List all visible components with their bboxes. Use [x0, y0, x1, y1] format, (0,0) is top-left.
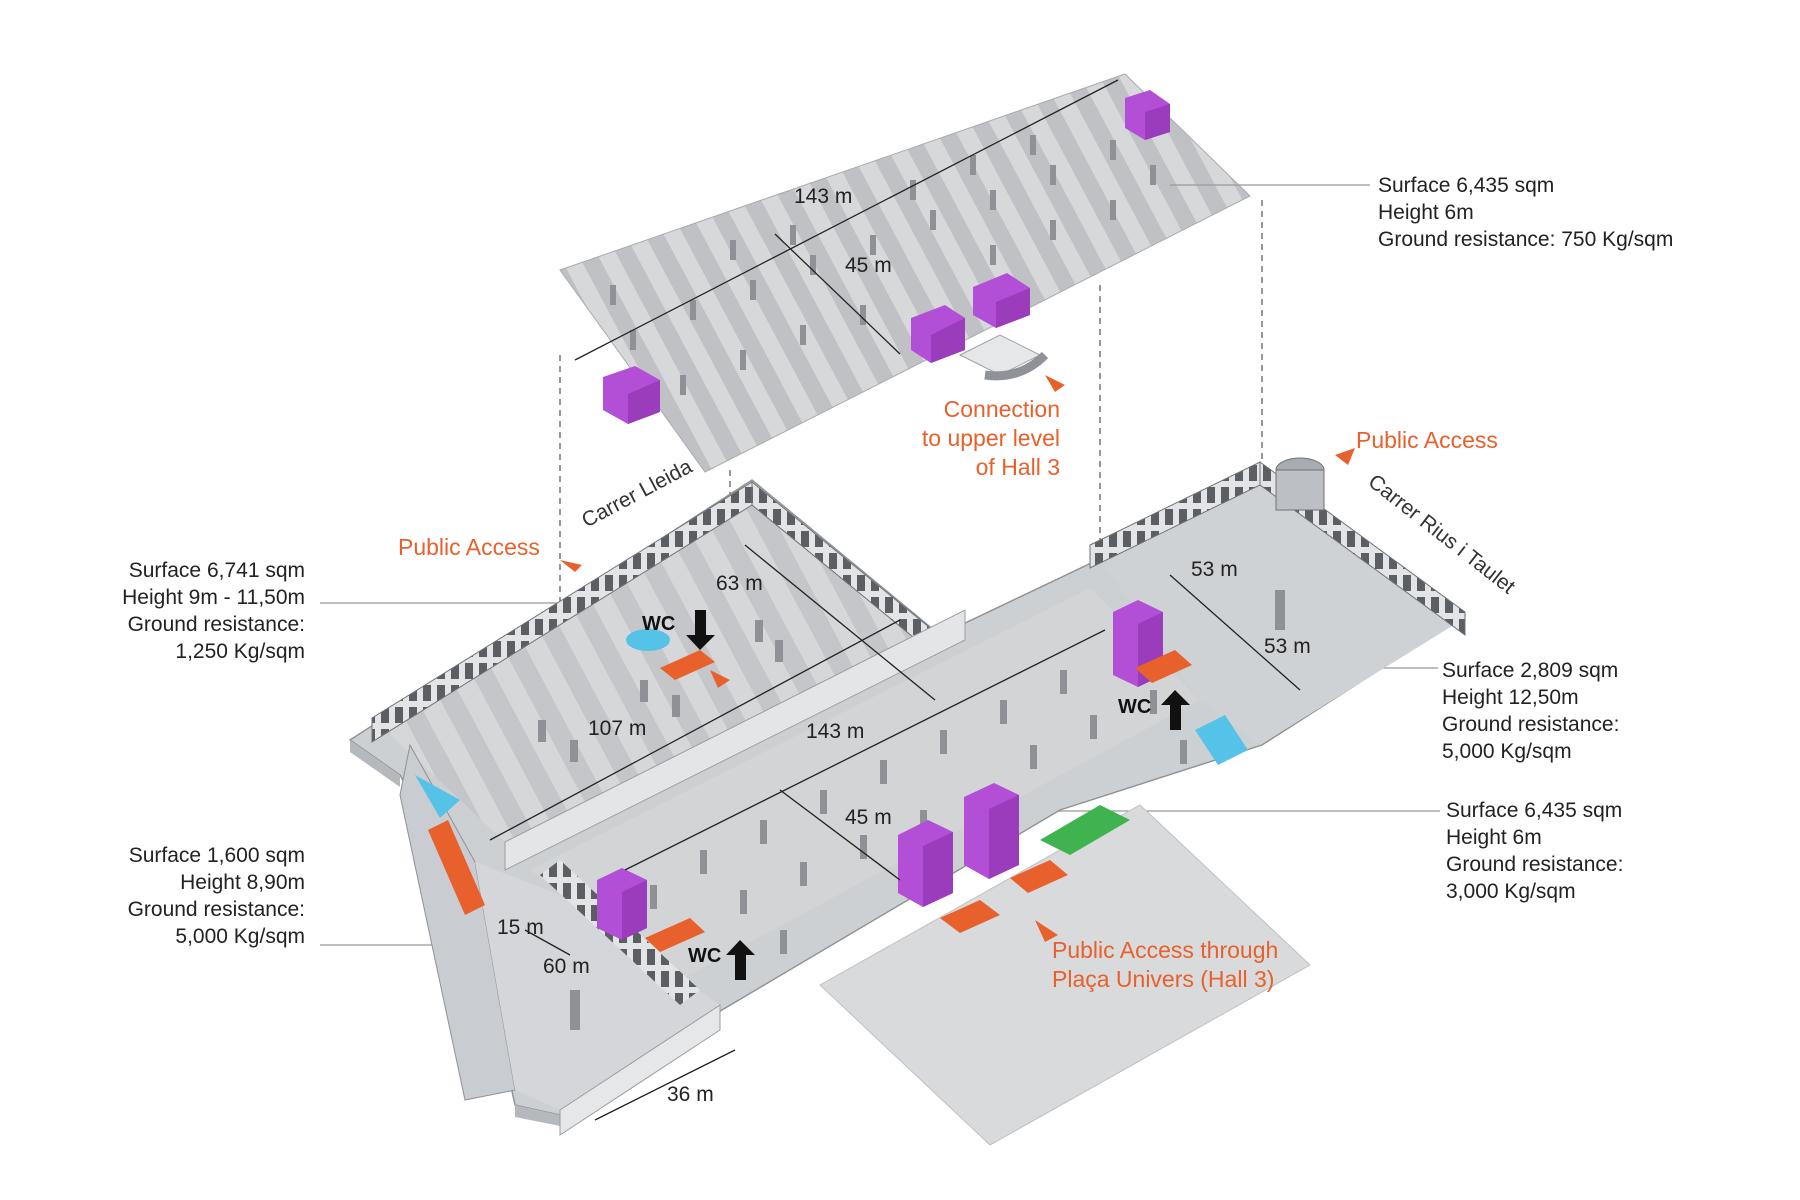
info-line: Height 12,50m — [1442, 686, 1579, 709]
info-line: 1,250 Kg/sqm — [175, 640, 305, 663]
wc-label: WC — [642, 613, 676, 635]
hall-small-dim-c: 36 m — [667, 1083, 714, 1106]
hall-right-dim-a: 53 m — [1191, 558, 1238, 581]
info-line: Surface 6,435 sqm — [1378, 174, 1555, 197]
public-access-left: Public Access — [398, 534, 540, 560]
plaza-line: Plaça Univers (Hall 3) — [1052, 966, 1275, 992]
green-area — [1040, 805, 1130, 855]
upper-level-info: Surface 6,435 sqm Height 6m Ground resis… — [1378, 172, 1673, 253]
plaza-line: Public Access through — [1052, 937, 1279, 963]
columns — [538, 590, 1285, 1030]
info-line: 5,000 Kg/sqm — [175, 925, 305, 948]
info-line: 3,000 Kg/sqm — [1446, 880, 1576, 903]
service-block-upper — [603, 90, 1170, 424]
upper-length-dim: 143 m — [794, 185, 853, 208]
hall-main-length-dim: 143 m — [806, 720, 865, 743]
hall-small-info: Surface 1,600 sqm Height 8,90m Ground re… — [60, 842, 305, 950]
upper-level-plate — [559, 73, 1251, 473]
wc-area — [626, 629, 670, 651]
wc-arrows — [686, 610, 1190, 980]
info-line: Ground resistance: — [1446, 853, 1624, 876]
public-access-right: Public Access — [1356, 427, 1498, 453]
hall-left-length-dim: 107 m — [588, 717, 647, 740]
hall-small-dim-b: 60 m — [543, 955, 590, 978]
connection-line: Connection — [943, 396, 1060, 422]
hall-right-info: Surface 2,809 sqm Height 12,50m Ground r… — [1442, 657, 1619, 765]
connection-label: Connection to upper level of Hall 3 — [880, 395, 1060, 482]
info-line: Ground resistance: — [127, 898, 305, 921]
wc-label: WC — [1118, 696, 1152, 718]
access-arrows — [560, 375, 1355, 942]
connection-ramp — [958, 334, 1049, 381]
info-line: Height 6m — [1378, 201, 1474, 224]
info-line: Surface 2,809 sqm — [1442, 659, 1619, 682]
hall-left-info: Surface 6,741 sqm Height 9m - 11,50m Gro… — [60, 557, 305, 665]
hall-main-width-dim: 45 m — [845, 806, 892, 829]
upper-width-dim: 45 m — [845, 254, 892, 277]
blue-area-right — [1195, 715, 1248, 765]
connection-line: of Hall 3 — [975, 454, 1060, 480]
info-line: Height 8,90m — [180, 871, 305, 894]
public-access-plaza: Public Access through Plaça Univers (Hal… — [1052, 936, 1278, 994]
orange-blocks — [428, 650, 1192, 952]
wc-label: WC — [688, 945, 722, 967]
info-line: Surface 1,600 sqm — [128, 844, 305, 867]
info-line: Surface 6,435 sqm — [1446, 799, 1623, 822]
info-line: 5,000 Kg/sqm — [1442, 740, 1572, 763]
dimension-lines — [489, 544, 1301, 1121]
info-line: Ground resistance: — [1442, 713, 1620, 736]
info-line: Ground resistance: — [127, 613, 305, 636]
hall-small-dim-a: 15 m — [497, 916, 544, 939]
info-line: Ground resistance: 750 Kg/sqm — [1378, 228, 1674, 251]
info-line: Surface 6,741 sqm — [128, 559, 305, 582]
hall-main-info: Surface 6,435 sqm Height 6m Ground resis… — [1446, 797, 1623, 905]
info-line: Height 9m - 11,50m — [122, 586, 305, 609]
hall-left-width-dim: 63 m — [716, 572, 763, 595]
blue-area-left — [415, 775, 460, 818]
hall-right-dim-b: 53 m — [1264, 635, 1311, 658]
connection-line: to upper level — [921, 425, 1060, 451]
info-line: Height 6m — [1446, 826, 1542, 849]
